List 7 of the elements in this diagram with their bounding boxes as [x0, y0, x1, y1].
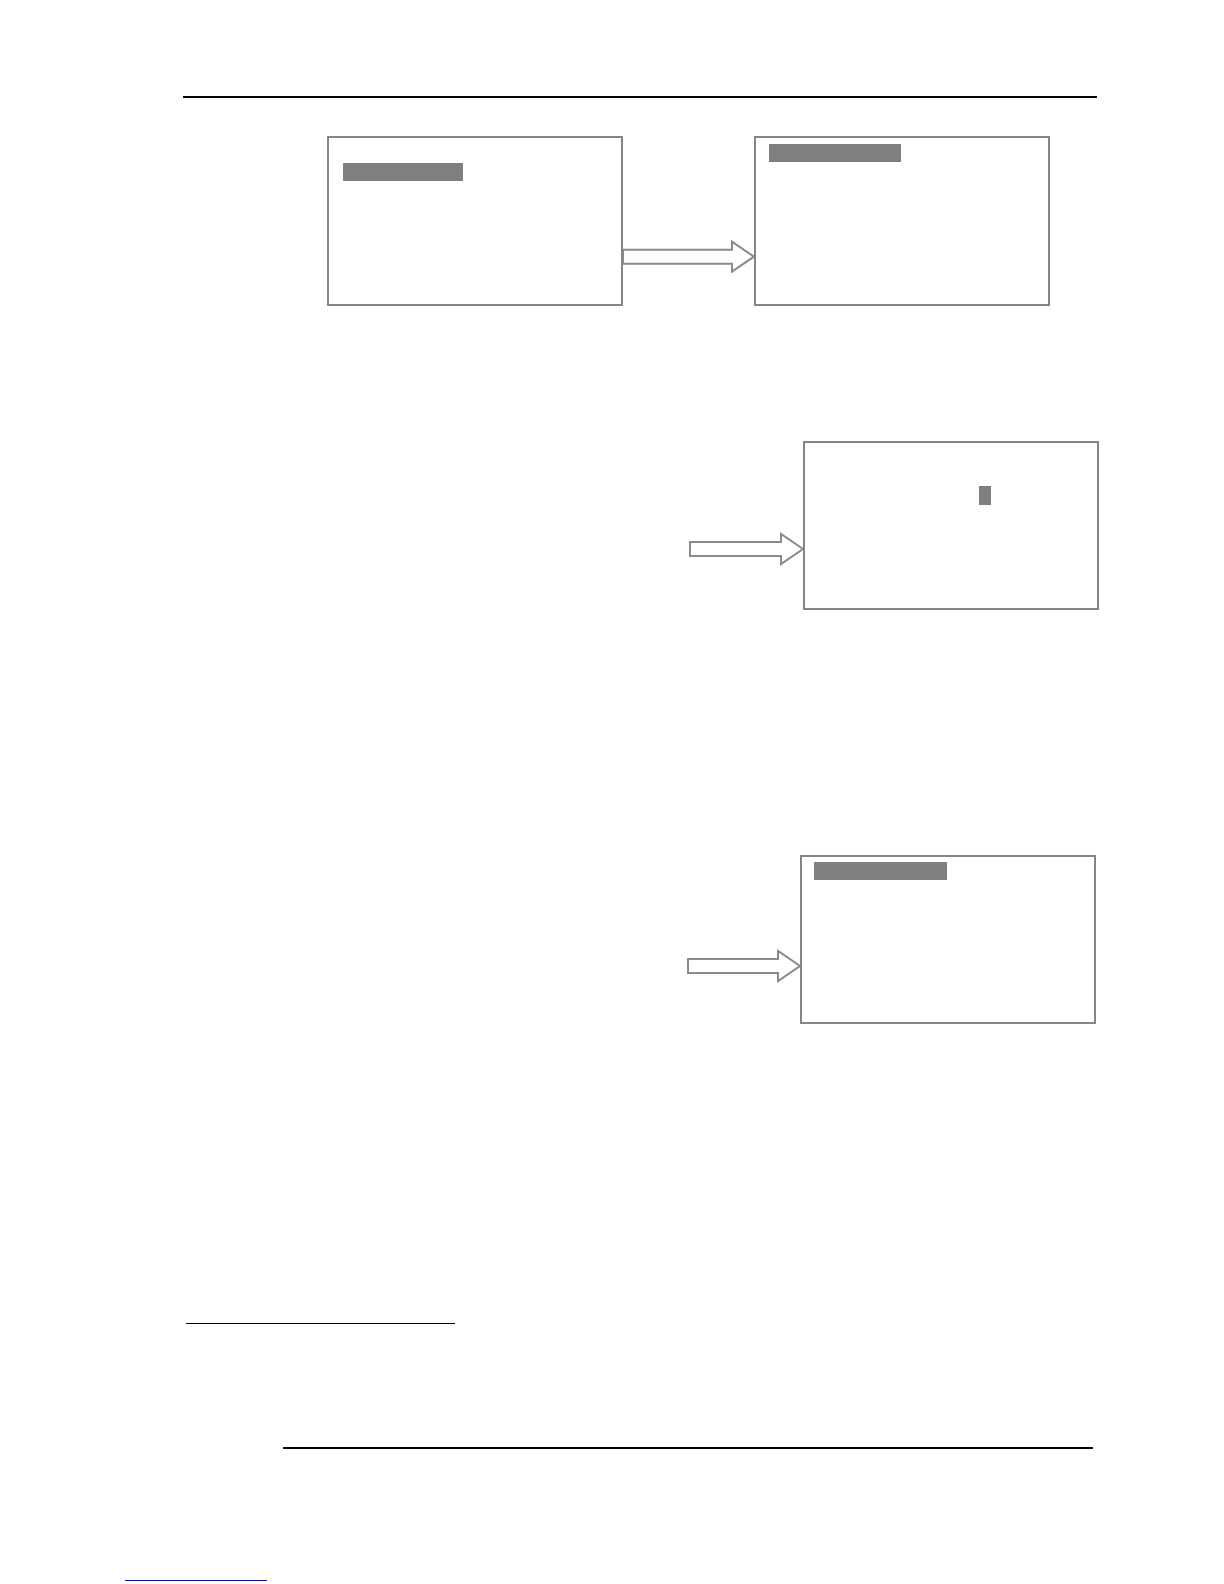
block-arrow — [687, 949, 802, 983]
screen-box — [754, 136, 1050, 306]
block-arrow — [689, 532, 805, 566]
block-arrow — [622, 239, 756, 274]
screen-box — [327, 136, 623, 306]
screen-box — [803, 441, 1099, 610]
screen-box — [800, 855, 1096, 1024]
